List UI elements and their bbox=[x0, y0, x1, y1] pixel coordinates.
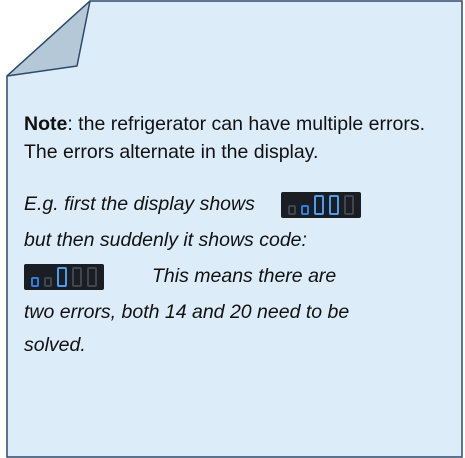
display-digit-3 bbox=[313, 194, 324, 215]
page-curl-fold bbox=[6, 0, 91, 77]
note-text: Note: the refrigerator can have multiple… bbox=[24, 110, 444, 360]
error-display-first bbox=[280, 191, 361, 218]
display-digit-2 bbox=[300, 204, 309, 215]
display-digit-5 bbox=[87, 266, 97, 287]
note-paragraph: Note: the refrigerator can have multiple… bbox=[24, 110, 444, 166]
display-digit-1 bbox=[287, 204, 296, 215]
display-digit-2 bbox=[44, 276, 52, 287]
display-digit-4 bbox=[72, 266, 82, 287]
example-line-1: E.g. first the display shows bbox=[24, 186, 444, 222]
note-paragraph-text: : the refrigerator can have multiple err… bbox=[24, 113, 425, 163]
error-display-second bbox=[24, 263, 104, 290]
example-line-4: two errors, both 14 and 20 need to be bbox=[24, 301, 350, 323]
display-digit-5 bbox=[343, 194, 354, 215]
display-digit-4 bbox=[328, 194, 339, 215]
note-label: Note bbox=[24, 113, 68, 135]
example-block: E.g. first the display shows but then su… bbox=[24, 186, 444, 360]
example-line-2: but then suddenly it shows code: bbox=[24, 229, 307, 251]
display-digit-3 bbox=[57, 266, 67, 287]
example-line-3: This means there are bbox=[24, 258, 444, 294]
example-line-5: solved. bbox=[24, 334, 86, 356]
display-digit-1 bbox=[31, 276, 39, 287]
